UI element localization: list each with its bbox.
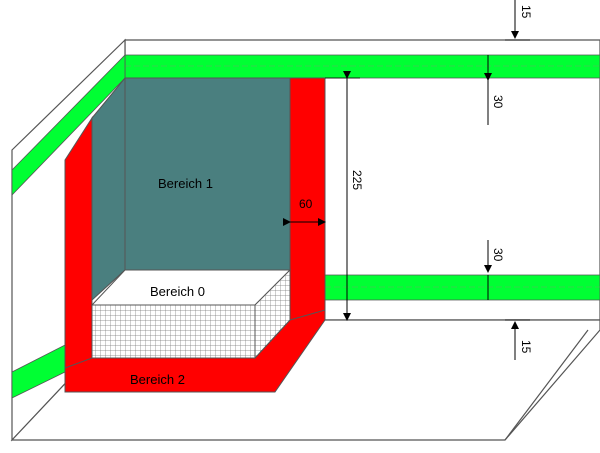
zone-1-label: Bereich 1 [158,176,213,191]
dimension-top-band: 30 [484,55,505,125]
green-band-lower-back [324,274,600,301]
zone-1 [124,77,291,271]
zone-1-left [91,76,126,302]
zone-2-left [64,116,93,392]
zone-2 [64,77,326,393]
green-bands [11,54,600,399]
dimension-height: 225 [325,71,364,321]
dimension-bottom-margin: 15 [505,319,533,360]
top-margin-value: 15 [519,5,533,19]
lower-band-value: 30 [491,248,505,262]
top-band-value: 30 [491,95,505,109]
green-band-top-back [124,54,600,79]
zone-0-tub [90,268,292,360]
zone-0-label: Bereich 0 [150,284,205,299]
depth-value: 60 [299,197,313,211]
height-value: 225 [350,170,364,190]
tub-side [254,268,291,360]
dimension-top-margin: 15 [505,0,533,41]
tub-front [91,304,256,359]
dimension-lower-band: 30 [484,240,505,300]
dimension-depth: 60 [283,197,326,226]
bottom-margin-value: 15 [519,340,533,354]
zone-2-label: Bereich 2 [130,372,185,387]
